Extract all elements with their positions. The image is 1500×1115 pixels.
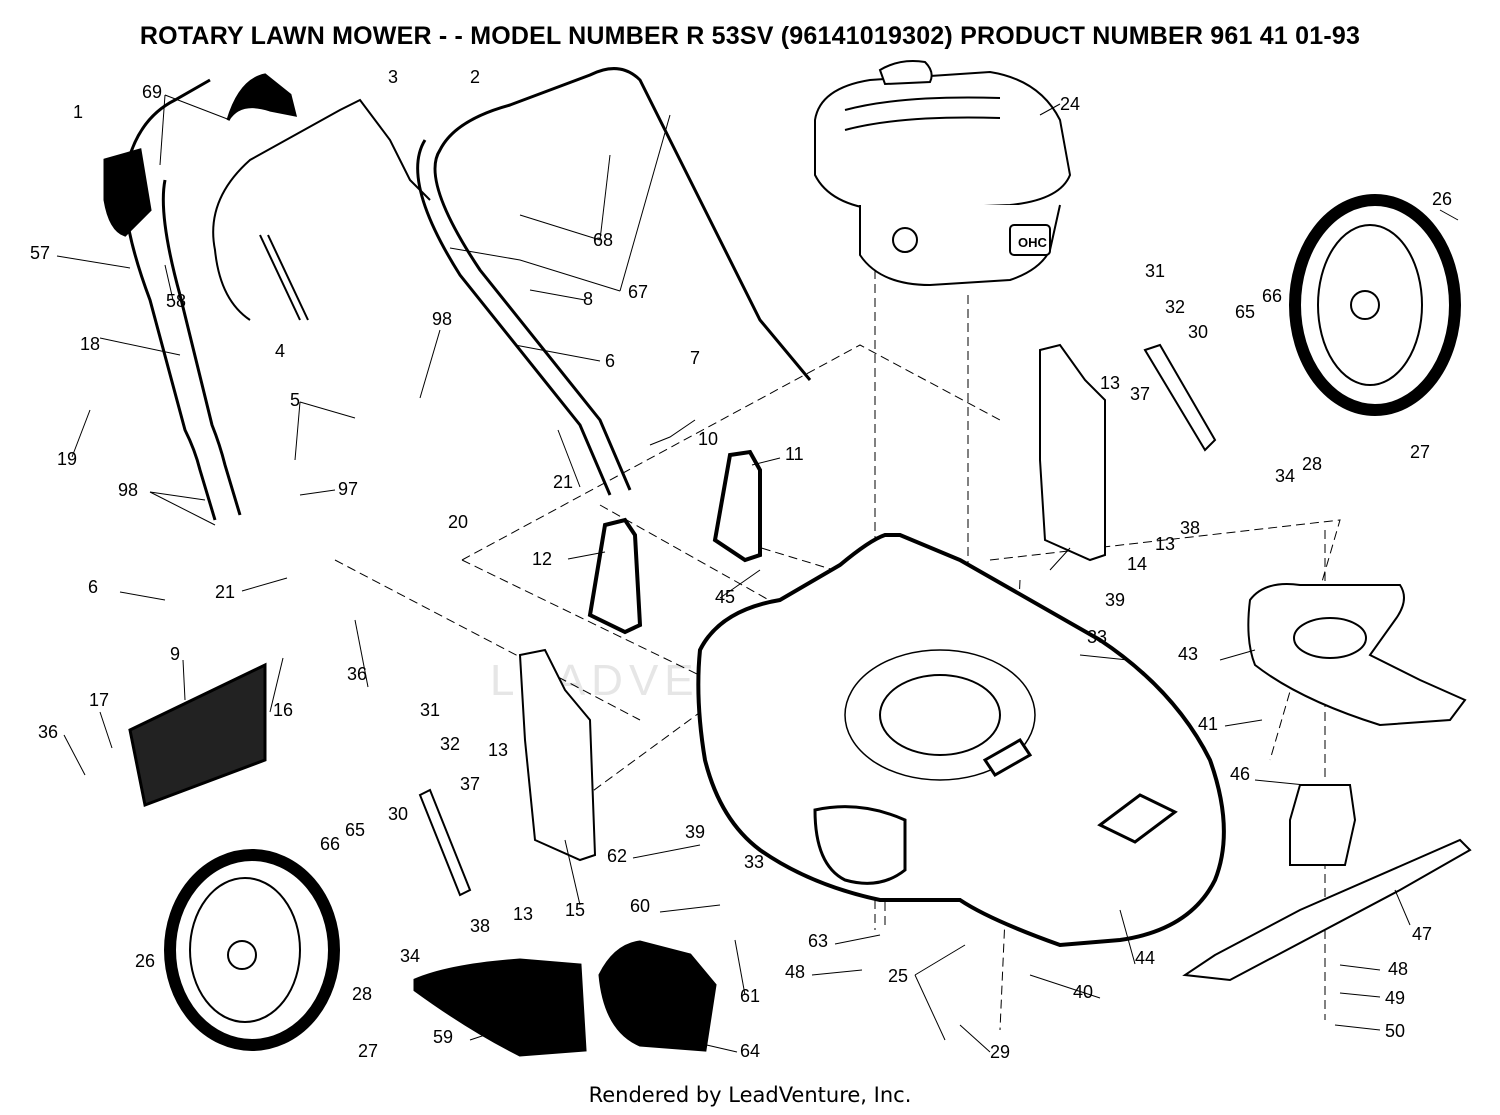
mower-deck [696, 533, 1226, 948]
callout-63: 63 [808, 931, 828, 951]
callout-39a: 39 [1105, 590, 1125, 610]
callout-9: 9 [170, 644, 180, 664]
callout-39b: 39 [685, 822, 705, 842]
callout-25: 25 [888, 966, 908, 986]
callout-21b: 21 [215, 582, 235, 602]
callout-32a: 32 [1165, 297, 1185, 317]
callout-20: 20 [448, 512, 468, 532]
callout-33b: 33 [744, 852, 764, 872]
callout-67: 67 [628, 282, 648, 302]
callout-13b: 13 [1155, 534, 1175, 554]
callout-5: 5 [290, 390, 300, 410]
callout-26a: 26 [1432, 189, 1452, 209]
callout-64: 64 [740, 1041, 760, 1061]
callout-2: 2 [470, 67, 480, 87]
callout-18: 18 [80, 334, 100, 354]
callout-16: 16 [273, 700, 293, 720]
callout-6a: 6 [605, 351, 615, 371]
leader-lines [56, 94, 1459, 1053]
callout-30a: 30 [1188, 322, 1208, 342]
callout-26b: 26 [135, 951, 155, 971]
callout-98b: 98 [118, 480, 138, 500]
callout-8: 8 [583, 289, 593, 309]
callout-14: 14 [1127, 554, 1147, 574]
callout-98a: 98 [432, 309, 452, 329]
callout-10: 10 [698, 429, 718, 449]
callout-31a: 31 [1145, 261, 1165, 281]
callout-61: 61 [740, 986, 760, 1006]
blade-and-collection [1182, 583, 1472, 982]
callout-12: 12 [532, 549, 552, 569]
callout-49: 49 [1385, 988, 1405, 1008]
callout-58: 58 [166, 291, 186, 311]
callout-31b: 31 [420, 700, 440, 720]
callout-labels: 1 2 3 4 5 6 6 7 8 9 10 11 12 13 13 13 13… [30, 67, 1452, 1062]
callout-97: 97 [338, 479, 358, 499]
callout-11: 11 [785, 444, 804, 464]
callout-15: 15 [565, 900, 585, 920]
callout-46: 46 [1230, 764, 1250, 784]
callout-13a: 13 [1100, 373, 1120, 393]
callout-50: 50 [1385, 1021, 1405, 1041]
engine-assembly: OHC [814, 60, 1072, 287]
callout-66b: 66 [320, 834, 340, 854]
callout-36a: 36 [347, 664, 367, 684]
callout-45: 45 [715, 587, 735, 607]
height-adjust-brackets [418, 343, 1217, 897]
callout-1: 1 [73, 102, 83, 122]
rear-flap-and-plugs [128, 662, 717, 1057]
engine-badge: OHC [1018, 235, 1048, 250]
rear-wheel [1289, 194, 1461, 416]
height-plates [587, 449, 762, 635]
footer-credit: Rendered by LeadVenture, Inc. [588, 1083, 912, 1107]
callout-13c: 13 [488, 740, 508, 760]
callout-65b: 65 [345, 820, 365, 840]
callout-30b: 30 [388, 804, 408, 824]
callout-28a: 28 [1302, 454, 1322, 474]
callout-43: 43 [1178, 644, 1198, 664]
callout-6b: 6 [88, 577, 98, 597]
callout-21a: 21 [553, 472, 573, 492]
callout-38a: 38 [1180, 518, 1200, 538]
callout-69: 69 [142, 82, 162, 102]
callout-48a: 48 [1388, 959, 1408, 979]
callout-32b: 32 [440, 734, 460, 754]
callout-68: 68 [593, 230, 613, 250]
callout-37a: 37 [1130, 384, 1150, 404]
callout-44: 44 [1135, 948, 1155, 968]
callout-60: 60 [630, 896, 650, 916]
callout-38b: 38 [470, 916, 490, 936]
callout-47: 47 [1412, 924, 1432, 944]
callout-59: 59 [433, 1027, 453, 1047]
callout-57: 57 [30, 243, 50, 263]
callout-17: 17 [89, 690, 109, 710]
callout-41: 41 [1198, 714, 1218, 734]
front-wheel [164, 849, 340, 1051]
diagram-title: ROTARY LAWN MOWER - - MODEL NUMBER R 53S… [139, 22, 1361, 50]
callout-37b: 37 [460, 774, 480, 794]
callout-48b: 48 [785, 962, 805, 982]
callout-65a: 65 [1235, 302, 1255, 322]
callout-13d: 13 [513, 904, 533, 924]
callout-27b: 27 [358, 1041, 378, 1061]
control-bar [212, 98, 431, 321]
callout-4: 4 [275, 341, 285, 361]
callout-28b: 28 [352, 984, 372, 1004]
callout-33a: 33 [1087, 627, 1107, 647]
callout-36b: 36 [38, 722, 58, 742]
callout-3: 3 [388, 67, 398, 87]
callout-29: 29 [990, 1042, 1010, 1062]
callout-66a: 66 [1262, 286, 1282, 306]
callout-34a: 34 [1275, 466, 1295, 486]
callout-27a: 27 [1410, 442, 1430, 462]
callout-7: 7 [690, 348, 700, 368]
callout-34b: 34 [400, 946, 420, 966]
callout-19: 19 [57, 449, 77, 469]
upper-handle [416, 67, 812, 496]
callout-24: 24 [1060, 94, 1080, 114]
callout-62: 62 [607, 846, 627, 866]
left-handle [103, 73, 298, 521]
